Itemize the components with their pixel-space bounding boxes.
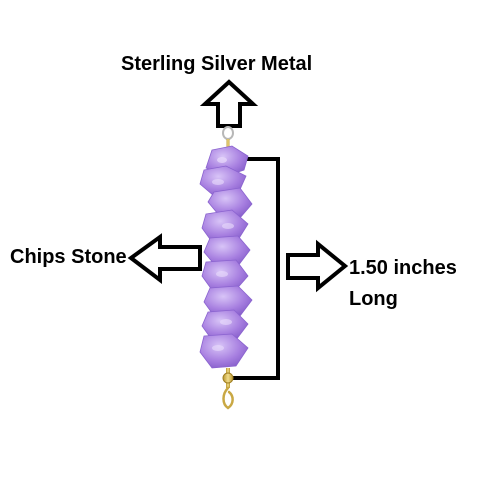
arrow-right-outline-icon [286,239,349,293]
arrow-up-outline-icon [199,79,259,128]
chip-stones [199,145,253,369]
bottom-loop [222,368,234,410]
arrow-left-outline-icon [127,233,202,285]
metal-label: Sterling Silver Metal [121,53,313,75]
length-bracket [230,157,280,380]
length-label-line2: Long [349,288,398,310]
length-label-line1: 1.50 inches [349,257,457,279]
top-loop [222,126,234,153]
stone-label: Chips Stone [10,246,127,268]
